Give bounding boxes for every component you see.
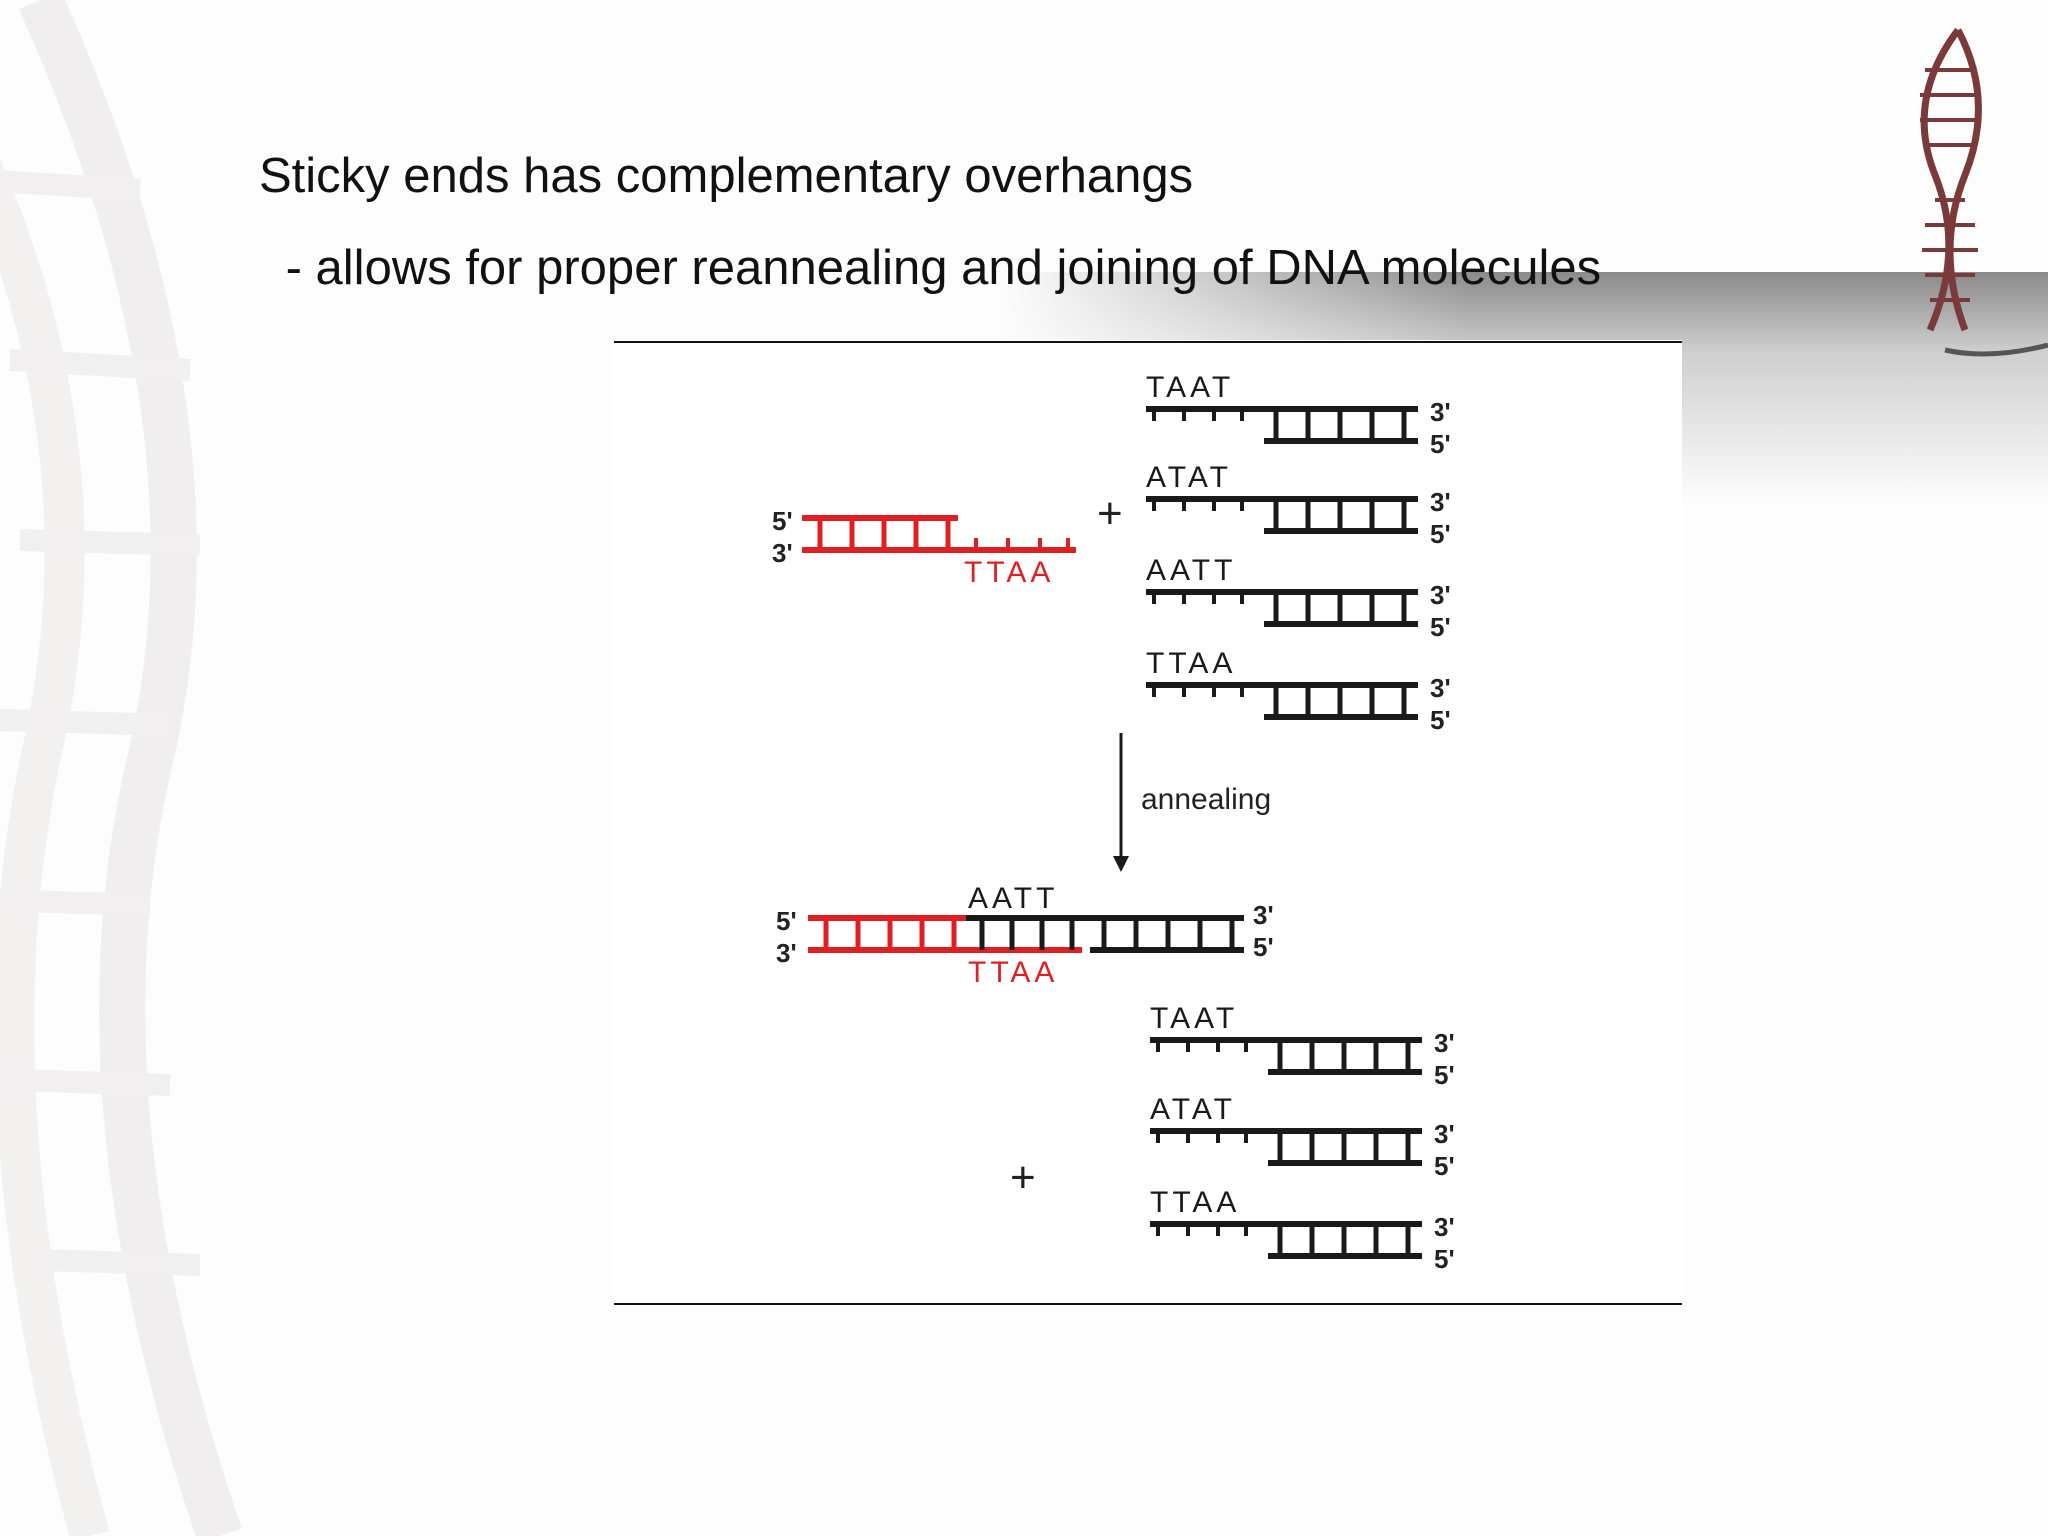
fragment-1-3prime-label: 3': [1430, 397, 1451, 427]
remaining-fragment-2: ATAT 3' 5': [1150, 1093, 1455, 1181]
fragment-1-overhang: TAAT: [1146, 371, 1234, 404]
black-fragment-2: ATAT 3' 5': [1146, 461, 1451, 549]
remaining-fragment-3-3prime-label: 3': [1434, 1212, 1455, 1242]
fragment-2-3prime-label: 3': [1430, 487, 1451, 517]
annealed-5prime-label: 5': [776, 906, 797, 936]
slide-title-line-1: Sticky ends has complementary overhangs: [259, 149, 1194, 203]
annealed-bottom-overhang: TTAA: [968, 956, 1058, 989]
remaining-fragment-3-overhang: TTAA: [1150, 1186, 1240, 1219]
fragment-3-3prime-label: 3': [1430, 580, 1451, 610]
remaining-fragment-2-5prime-label: 5': [1434, 1151, 1455, 1181]
annealing-label: annealing: [1141, 783, 1271, 816]
fragment-1-5prime-label: 5': [1430, 429, 1451, 459]
remaining-fragment-1-3prime-label: 3': [1434, 1028, 1455, 1058]
black-fragment-1: TAAT 3' 5': [1146, 371, 1451, 459]
fragment-3-5prime-label: 5': [1430, 612, 1451, 642]
fragment-4-3prime-label: 3': [1430, 673, 1451, 703]
plus-sign-top: +: [1097, 489, 1123, 538]
annealing-arrow: [1113, 733, 1129, 872]
red-fragment-overhang: TTAA: [964, 556, 1054, 589]
fragment-2-5prime-label: 5': [1430, 519, 1451, 549]
fragment-2-overhang: ATAT: [1146, 461, 1232, 494]
annealed-3prime-label-right: 3': [1253, 900, 1274, 930]
left-helix-watermark: [0, 0, 242, 1536]
annealed-top-overhang: AATT: [968, 882, 1058, 915]
red-fragment-5prime-label: 5': [772, 506, 793, 536]
remaining-fragment-1: TAAT 3' 5': [1150, 1002, 1455, 1090]
fragment-4-overhang: TTAA: [1146, 647, 1236, 680]
slide-subtitle-line: - allows for proper reannealing and join…: [272, 241, 1602, 295]
fragment-4-5prime-label: 5': [1430, 705, 1451, 735]
remaining-fragment-3: TTAA 3' 5': [1150, 1186, 1455, 1274]
remaining-fragment-1-overhang: TAAT: [1150, 1002, 1238, 1035]
fragment-3-overhang: AATT: [1146, 554, 1236, 587]
red-dna-fragment: 5' 3' TTAA: [772, 506, 1076, 589]
remaining-fragment-1-5prime-label: 5': [1434, 1060, 1455, 1090]
black-fragment-4: TTAA 3' 5': [1146, 647, 1451, 735]
remaining-fragment-2-overhang: ATAT: [1150, 1093, 1236, 1126]
red-fragment-3prime-label: 3': [772, 538, 793, 568]
remaining-fragment-3-5prime-label: 5': [1434, 1244, 1455, 1274]
corner-dna-helix-icon: [1920, 27, 2048, 357]
black-fragment-3: AATT 3' 5': [1146, 554, 1451, 642]
plus-sign-bottom: +: [1010, 1153, 1036, 1202]
annealed-5prime-label-right: 5': [1253, 932, 1274, 962]
annealed-dna-molecule: 5' 3' 3' 5' AATT TTAA: [776, 882, 1274, 989]
remaining-fragment-2-3prime-label: 3': [1434, 1119, 1455, 1149]
annealed-3prime-label-left: 3': [776, 938, 797, 968]
